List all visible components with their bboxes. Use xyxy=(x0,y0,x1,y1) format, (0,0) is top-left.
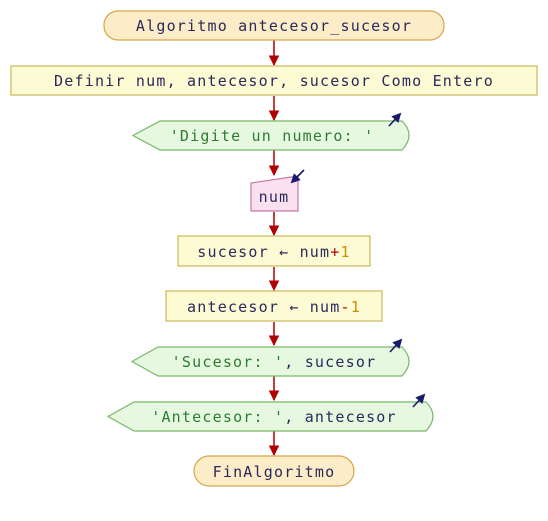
assign-antecesor-const: 1 xyxy=(351,298,361,316)
read-label: num xyxy=(259,188,290,206)
input-arrow-icon xyxy=(290,169,305,184)
write-antecesor-string: 'Antecesor: ' xyxy=(151,408,284,426)
write-sucesor-var: sucesor xyxy=(305,353,377,371)
assign-sucesor-text: sucesor ← num+1 xyxy=(197,243,351,261)
assign-sucesor-op: + xyxy=(330,243,340,261)
assign-antecesor-op: - xyxy=(341,298,351,316)
write-sucesor-sep: , xyxy=(284,353,294,371)
end-label: FinAlgoritmo xyxy=(213,463,336,481)
output-arrow-icon xyxy=(412,393,426,408)
define-label: Definir num, antecesor, sucesor Como Ent… xyxy=(54,72,494,90)
start-node: Algoritmo antecesor_sucesor xyxy=(103,10,445,41)
assign-sucesor-node: sucesor ← num+1 xyxy=(177,235,371,267)
write-sucesor-string: 'Sucesor: ' xyxy=(172,353,285,371)
output-arrow-icon xyxy=(389,338,403,353)
write-prompt-node: 'Digite un numero: ' xyxy=(131,112,410,151)
assign-sucesor-const: 1 xyxy=(341,243,351,261)
end-node: FinAlgoritmo xyxy=(193,455,355,487)
assign-antecesor-arrow: ← xyxy=(289,298,299,316)
assign-antecesor-text: antecesor ← num-1 xyxy=(187,298,361,316)
assign-sucesor-arrow: ← xyxy=(279,243,289,261)
write-sucesor-node: 'Sucesor: ', sucesor xyxy=(130,338,410,377)
assign-sucesor-var: sucesor xyxy=(197,243,269,261)
read-node: num xyxy=(250,169,305,212)
define-node: Definir num, antecesor, sucesor Como Ent… xyxy=(10,65,538,96)
assign-antecesor-var: antecesor xyxy=(187,298,279,316)
start-label: Algoritmo antecesor_sucesor xyxy=(136,17,412,35)
assign-antecesor-node: antecesor ← num-1 xyxy=(165,290,383,322)
write-antecesor-var: antecesor xyxy=(305,408,397,426)
write-antecesor-node: 'Antecesor: ', antecesor xyxy=(106,393,434,432)
write-antecesor-sep: , xyxy=(284,408,294,426)
output-arrow-icon xyxy=(388,112,402,127)
assign-sucesor-expr-var: num xyxy=(300,243,331,261)
write-sucesor-text: 'Sucesor: ', sucesor xyxy=(172,353,377,371)
write-antecesor-text: 'Antecesor: ', antecesor xyxy=(151,408,397,426)
assign-antecesor-expr-var: num xyxy=(310,298,341,316)
write-prompt-label: 'Digite un numero: ' xyxy=(170,127,375,145)
